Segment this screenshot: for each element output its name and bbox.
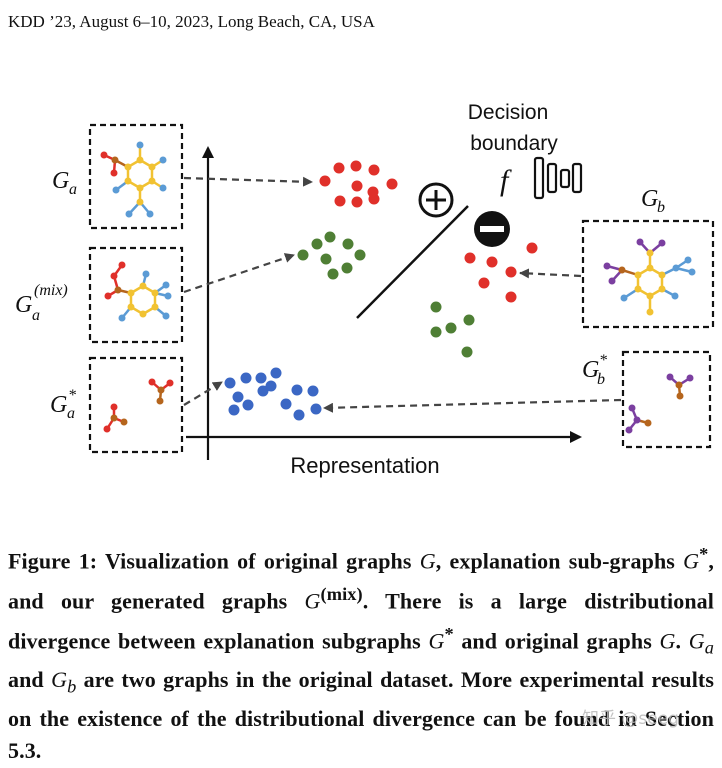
running-header: KDD ’23, August 6–10, 2023, Long Beach, … [8,12,375,31]
dashed-arrows [183,176,622,413]
blue-points-gastar [224,367,322,421]
svg-text:G: G [582,357,599,383]
label-gbstar: G b * [582,352,607,388]
decision-boundary-label-2: boundary [470,132,558,155]
plus-icon [418,182,454,218]
graph-box-gbstar [621,350,712,449]
neural-network-icon [533,156,583,200]
svg-text:b: b [657,199,665,216]
svg-text:G: G [15,292,32,318]
svg-text:*: * [68,387,76,404]
label-ga: G a [52,168,77,198]
figure-1: Representation G a G a (mix) G a * G b G… [15,101,715,478]
figure-caption: Figure 1: Visualization of original grap… [8,544,715,764]
molecule-gbstar-icon [625,373,694,434]
label-gmix: G a (mix) [15,282,68,324]
graph-box-gmix [88,246,184,344]
label-gb: G b [641,186,665,216]
x-axis-label: Representation [290,453,439,478]
green-points-right [430,301,475,358]
decision-boundary-label-1: Decision [468,101,549,124]
graph-box-gb [581,219,715,329]
red-points-ga [319,160,398,208]
molecule-gastar-icon [103,378,174,433]
graph-box-ga [88,123,184,230]
svg-text:a: a [69,181,77,198]
svg-text:G: G [52,168,69,194]
function-f-label: f [500,164,512,197]
graph-box-gastar [88,356,184,454]
svg-text:(mix): (mix) [34,282,68,299]
svg-text:a: a [32,307,40,324]
svg-text:a: a [67,405,75,422]
red-points-gb [464,242,538,303]
watermark: 知乎 @seeg [582,709,679,729]
molecule-gb-icon [603,238,696,316]
decision-boundary-line [356,205,469,319]
molecule-ga-icon [100,141,167,218]
minus-icon [474,211,510,247]
svg-text:*: * [599,352,607,369]
svg-text:G: G [50,392,67,418]
svg-text:G: G [641,186,658,212]
label-gastar: G a * [50,387,76,422]
green-points-gmix [297,231,366,280]
molecule-gmix-icon [104,261,172,322]
svg-text:b: b [597,371,605,388]
